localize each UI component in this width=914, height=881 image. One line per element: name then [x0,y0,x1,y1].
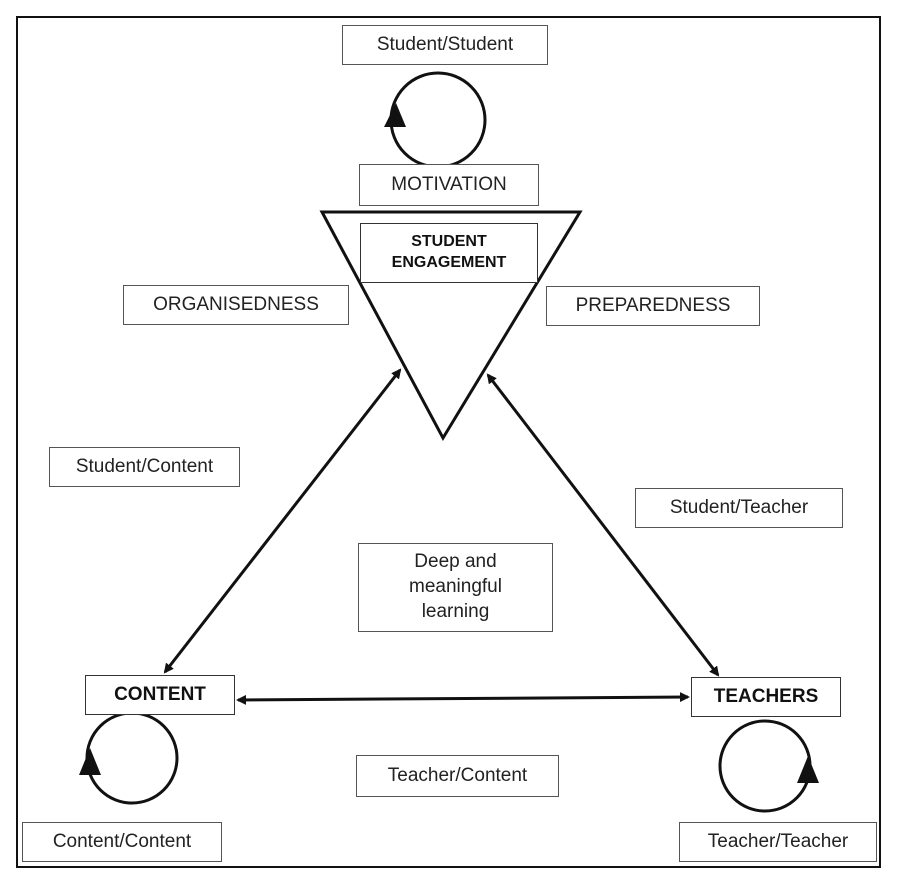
teacher-content-label: Teacher/Content [356,755,559,797]
student-student-loop [389,71,487,169]
student-engagement-label: STUDENT ENGAGEMENT [360,223,538,283]
engagement-triangle [319,210,583,442]
engagement-teachers-arrow [486,373,720,677]
deep-meaningful-learning-label: Deep and meaningful learning [358,543,553,632]
student-student-label: Student/Student [342,25,548,65]
content-teachers-arrow [236,692,690,705]
engagement-content-arrow [163,368,402,674]
teacher-teacher-label: Teacher/Teacher [679,822,877,862]
teacher-teacher-loop [718,719,812,813]
content-content-loop-arrowhead [79,748,101,775]
content-content-loop [85,711,179,805]
content-content-label: Content/Content [22,822,222,862]
organisedness-label: ORGANISEDNESS [123,285,349,325]
motivation-label: MOTIVATION [359,164,539,206]
student-teacher-label: Student/Teacher [635,488,843,528]
student-content-label: Student/Content [49,447,240,487]
diagram-frame [16,16,881,868]
content-node: CONTENT [85,675,235,715]
student-student-loop-arrowhead [384,103,406,127]
preparedness-label: PREPAREDNESS [546,286,760,326]
teacher-teacher-loop-arrowhead [797,756,819,783]
teachers-node: TEACHERS [691,677,841,717]
